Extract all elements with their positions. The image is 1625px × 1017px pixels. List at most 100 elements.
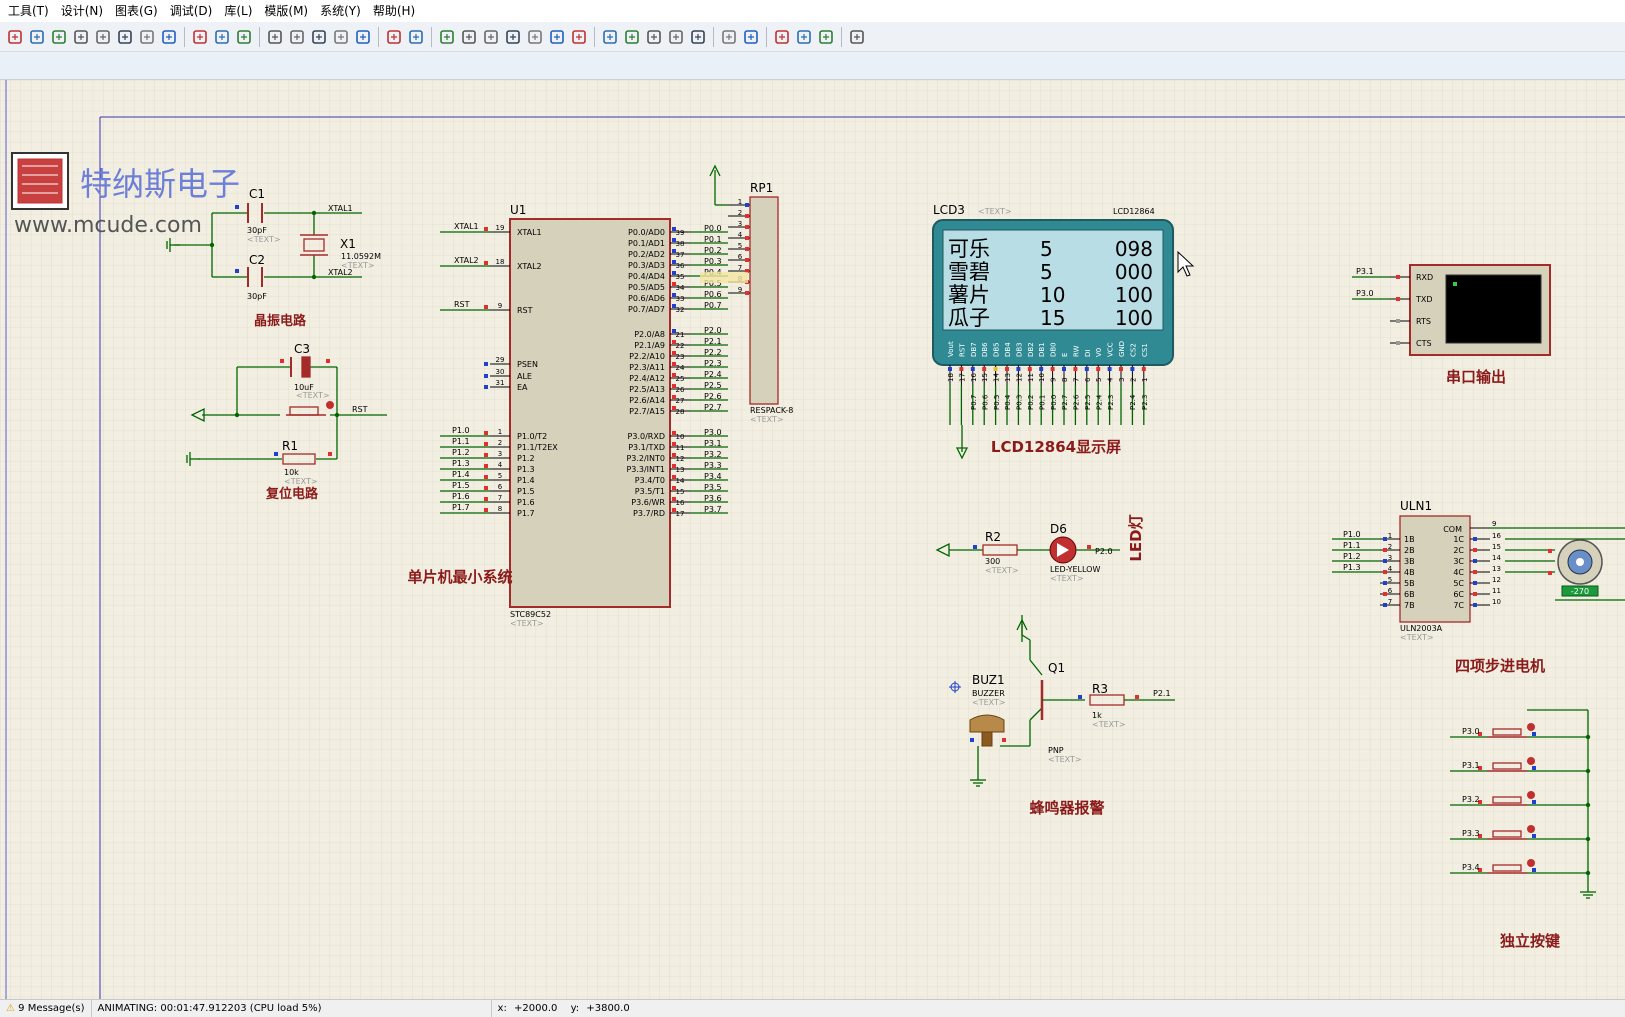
grid-icon[interactable]	[212, 27, 232, 47]
section-buzzer-title: 蜂鸣器报警	[1029, 799, 1104, 817]
net-label: P0.0	[1050, 395, 1058, 410]
section-keys-title: 独立按键	[1500, 932, 1560, 950]
new-sheet-icon[interactable]	[772, 27, 792, 47]
pin-number: 9	[738, 286, 742, 294]
net-label: P2.4	[1129, 394, 1137, 410]
netlist-icon[interactable]	[847, 27, 867, 47]
menu-item-4[interactable]: 库(L)	[224, 4, 253, 18]
power-terminal-icon	[709, 164, 721, 188]
search-icon[interactable]	[719, 27, 739, 47]
menu-item-7[interactable]: 帮助(H)	[372, 4, 416, 18]
zoom-all-icon[interactable]	[331, 27, 351, 47]
menu-item-2[interactable]: 图表(G)	[115, 4, 158, 18]
net-label: P0.2	[704, 246, 722, 255]
make-device-icon[interactable]	[622, 27, 642, 47]
menu-item-6[interactable]: 系统(Y)	[320, 4, 361, 18]
pin-state-marker	[1478, 834, 1482, 838]
pin-number: 37	[676, 251, 685, 259]
back-icon[interactable]	[27, 27, 47, 47]
pin-state-marker	[672, 249, 676, 253]
block-rotate-icon[interactable]	[547, 27, 567, 47]
stepper-circuit[interactable]: ULN1ULN2003A<TEXT>COM1B1P1.02B2P1.13B3P1…	[1332, 499, 1625, 675]
section-mcu-title: 单片机最小系统	[407, 568, 512, 586]
pin-state-marker	[1532, 834, 1536, 838]
pan-icon[interactable]	[265, 27, 285, 47]
wire-autorouter-icon[interactable]	[688, 27, 708, 47]
uln-pin: 6B	[1404, 590, 1415, 599]
net-label: P1.1	[452, 437, 470, 446]
chip-icon[interactable]	[71, 27, 91, 47]
decompose-icon[interactable]	[666, 27, 686, 47]
undo-icon[interactable]	[384, 27, 404, 47]
pin-number: 35	[676, 273, 685, 281]
refresh-icon[interactable]	[190, 27, 210, 47]
pin-state-marker	[672, 362, 676, 366]
pin-number: 4	[1388, 565, 1393, 573]
lcd-part: LCD12864	[1113, 207, 1155, 216]
pin-state-marker	[1087, 545, 1091, 549]
junction-dot	[311, 210, 317, 216]
coords-readout: x: +2000.0 y: +3800.0	[492, 1000, 636, 1017]
ground-icon	[186, 452, 200, 466]
stop-icon[interactable]	[5, 27, 25, 47]
net-label: P0.0	[704, 224, 722, 233]
wire-icon[interactable]	[115, 27, 135, 47]
cut-icon[interactable]	[437, 27, 457, 47]
pin-number: 3	[1388, 554, 1392, 562]
lcd-pin-label: V0	[1095, 348, 1103, 357]
origin-icon[interactable]	[234, 27, 254, 47]
net-label: P1.6	[452, 492, 470, 501]
c2-value: 30pF	[247, 292, 267, 301]
remove-sheet-icon[interactable]	[794, 27, 814, 47]
pin-state-marker	[484, 464, 488, 468]
pin-name: RST	[517, 306, 533, 315]
lcd-row-name: 可乐	[948, 237, 990, 261]
pin-number: 24	[676, 364, 685, 372]
pin-number: 11	[676, 444, 685, 452]
buzzer-circuit[interactable]: BUZ1BUZZER<TEXT>Q1PNP<TEXT>R31k<TEXT>P2.…	[949, 615, 1175, 817]
pin-state-marker	[970, 367, 975, 371]
messages-count: 9 Message(s)	[18, 1002, 85, 1014]
zoom-in-icon[interactable]	[287, 27, 307, 47]
uln-pin: 2C	[1453, 546, 1464, 555]
paste-icon[interactable]	[481, 27, 501, 47]
messages-cell[interactable]: ⚠ 9 Message(s)	[0, 999, 92, 1017]
library-icon[interactable]	[49, 27, 69, 47]
redo-icon[interactable]	[406, 27, 426, 47]
property-icon[interactable]	[741, 27, 761, 47]
pin-state-marker	[484, 453, 488, 457]
block-copy-icon[interactable]	[503, 27, 523, 47]
document-icon[interactable]	[93, 27, 113, 47]
help-icon[interactable]	[159, 27, 179, 47]
pin-state-marker	[745, 203, 749, 207]
copy-icon[interactable]	[459, 27, 479, 47]
pick-icon[interactable]	[600, 27, 620, 47]
zoom-out-icon[interactable]	[309, 27, 329, 47]
wire	[1029, 659, 1043, 676]
block-move-icon[interactable]	[525, 27, 545, 47]
zoom-area-icon[interactable]	[353, 27, 373, 47]
uln-text: <TEXT>	[1400, 633, 1434, 642]
page-icon[interactable]	[137, 27, 157, 47]
package-icon[interactable]	[644, 27, 664, 47]
menu-item-3[interactable]: 调试(D)	[169, 4, 213, 18]
lcd-pin-label: CS2	[1129, 343, 1137, 357]
pin-number: 19	[496, 224, 505, 232]
menu-item-1[interactable]: 设计(N)	[60, 4, 104, 18]
pin-number: 38	[676, 240, 685, 248]
arrow-head	[190, 407, 205, 423]
block-delete-icon[interactable]	[569, 27, 589, 47]
pin-number: 5	[1095, 378, 1103, 382]
menu-item-0[interactable]: 工具(T)	[8, 4, 49, 18]
key-button-icon	[1492, 864, 1522, 872]
menu-item-5[interactable]: 模版(M)	[264, 4, 309, 18]
hierarchy-icon[interactable]	[816, 27, 836, 47]
